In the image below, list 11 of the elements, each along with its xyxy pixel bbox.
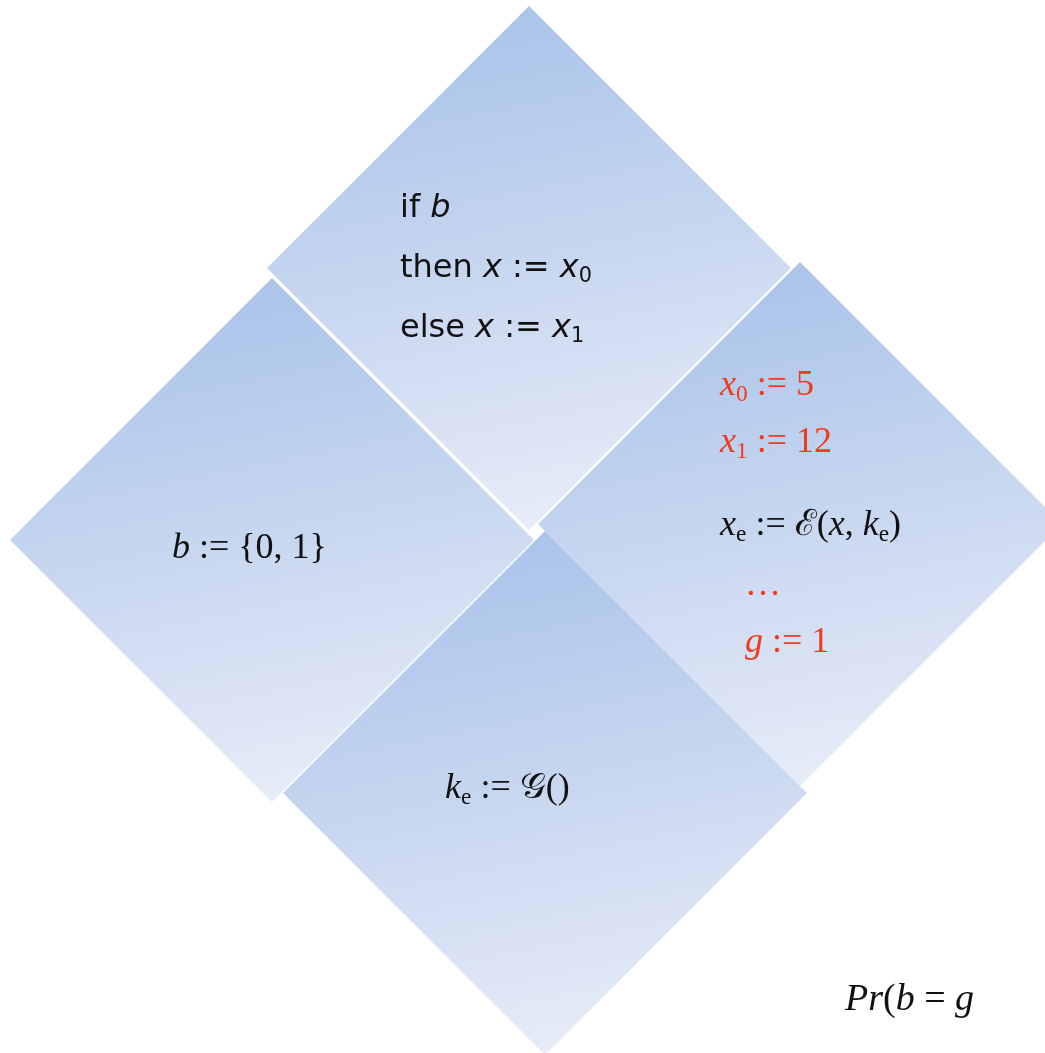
math-expression: else x := x$_{1}$: [400, 310, 585, 346]
math-expression: k$_{e}$ := 𝒢(): [445, 768, 570, 809]
math-expression: x$_{e}$ := ℰ(x, k$_{e}$): [720, 505, 902, 546]
math-expression: x$_{0}$ := 5: [720, 365, 814, 406]
math-expression: g := 1: [745, 622, 830, 658]
math-expression: then x := x$_{0}$: [400, 250, 592, 286]
math-expression: if b: [400, 190, 451, 222]
math-expression: b := {0, 1}: [172, 528, 327, 564]
math-expression: x$_{1}$ := 12: [720, 422, 832, 463]
math-expression: …: [745, 565, 781, 601]
math-expression: Pr(b = g: [845, 978, 975, 1016]
